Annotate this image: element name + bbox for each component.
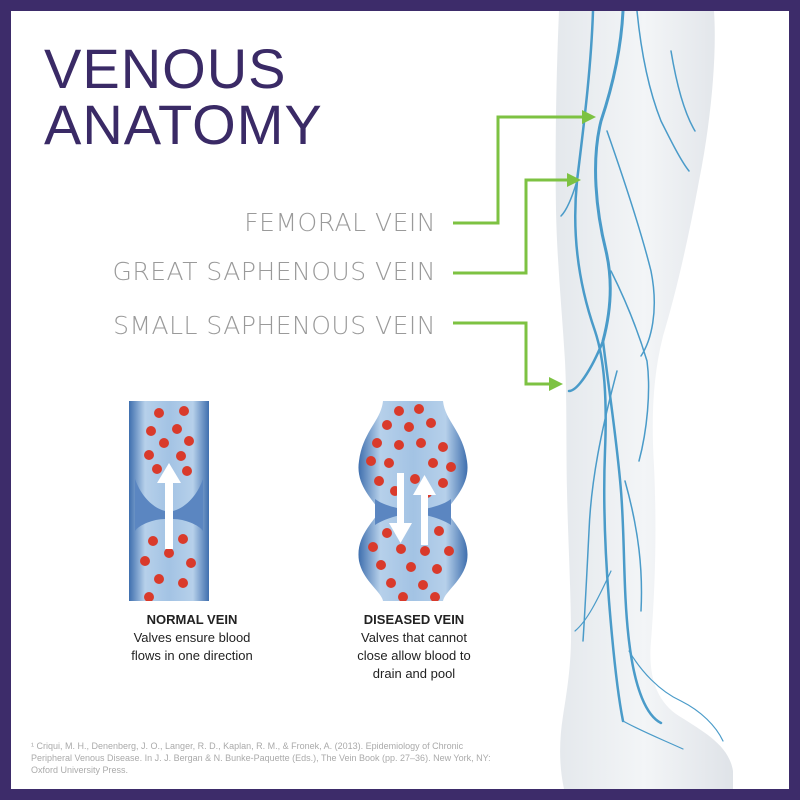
femoral-vein-label: FEMORAL VEIN (244, 208, 436, 237)
diseased-valve-right (425, 499, 451, 525)
femoral-vein-path (594, 11, 625, 343)
page-title: VENOUS ANATOMY (44, 41, 323, 153)
citation-footnote: ¹ Criqui, M. H., Denenberg, J. O., Lange… (31, 741, 491, 775)
diseased-valve-left (375, 499, 401, 525)
normal-valve-left (135, 479, 165, 531)
normal-vein-illustration (129, 401, 209, 601)
branch-vein-7 (624, 480, 643, 612)
branch-vein-1 (636, 11, 690, 172)
content-panel: VENOUS ANATOMY (11, 11, 789, 789)
femoral-arrow (453, 115, 586, 225)
title-line-2: ANATOMY (44, 93, 323, 156)
vein-network (560, 11, 724, 750)
branch-vein-3 (606, 130, 656, 357)
small-saphenous-arrow (453, 321, 553, 386)
small-saphenous-arrow-head (549, 377, 563, 391)
label-arrows (453, 115, 586, 386)
diseased-flow-arrows (389, 473, 436, 545)
diseased-vein-heading: DISEASED VEIN (363, 612, 465, 627)
normal-vein-text-2: flows in one direction (131, 648, 253, 663)
diseased-vein-text-2: close allow blood to (357, 648, 471, 663)
great-saphenous-arrow (453, 178, 571, 275)
femoral-arrow-head (582, 110, 596, 124)
normal-vein-caption: NORMAL VEIN Valves ensure blood flows in… (107, 611, 277, 665)
normal-valve-right (173, 479, 203, 531)
branch-vein-2 (670, 50, 696, 132)
branch-vein-6 (582, 370, 618, 642)
great-saphenous-vein-label: GREAT SAPHENOUS VEIN (112, 257, 436, 286)
normal-vein-heading: NORMAL VEIN (146, 612, 238, 627)
leg-illustration (453, 11, 733, 789)
branch-vein-9 (628, 650, 724, 742)
diseased-vein-text-1: Valves that cannot (361, 630, 467, 645)
title-line-1: VENOUS (44, 37, 287, 100)
diseased-vein-text-3: drain and pool (372, 666, 456, 681)
branch-vein-4 (560, 180, 578, 217)
branch-vein-5 (610, 270, 650, 462)
great-saphenous-vein-path (574, 11, 625, 723)
small-saphenous-vein-label: SMALL SAPHENOUS VEIN (113, 311, 436, 340)
diseased-vein-illustration (358, 401, 468, 601)
diseased-vein-caption: DISEASED VEIN Valves that cannot close a… (329, 611, 499, 683)
branch-vein-8 (574, 570, 612, 632)
arrow-heads (549, 110, 596, 391)
branch-vein-10 (622, 720, 684, 750)
normal-blood-cells (140, 406, 196, 601)
great-saphenous-arrow-head (567, 173, 581, 187)
normal-vein-text-1: Valves ensure blood (133, 630, 251, 645)
normal-flow-arrow (157, 463, 181, 549)
small-saphenous-vein-path (567, 339, 663, 725)
